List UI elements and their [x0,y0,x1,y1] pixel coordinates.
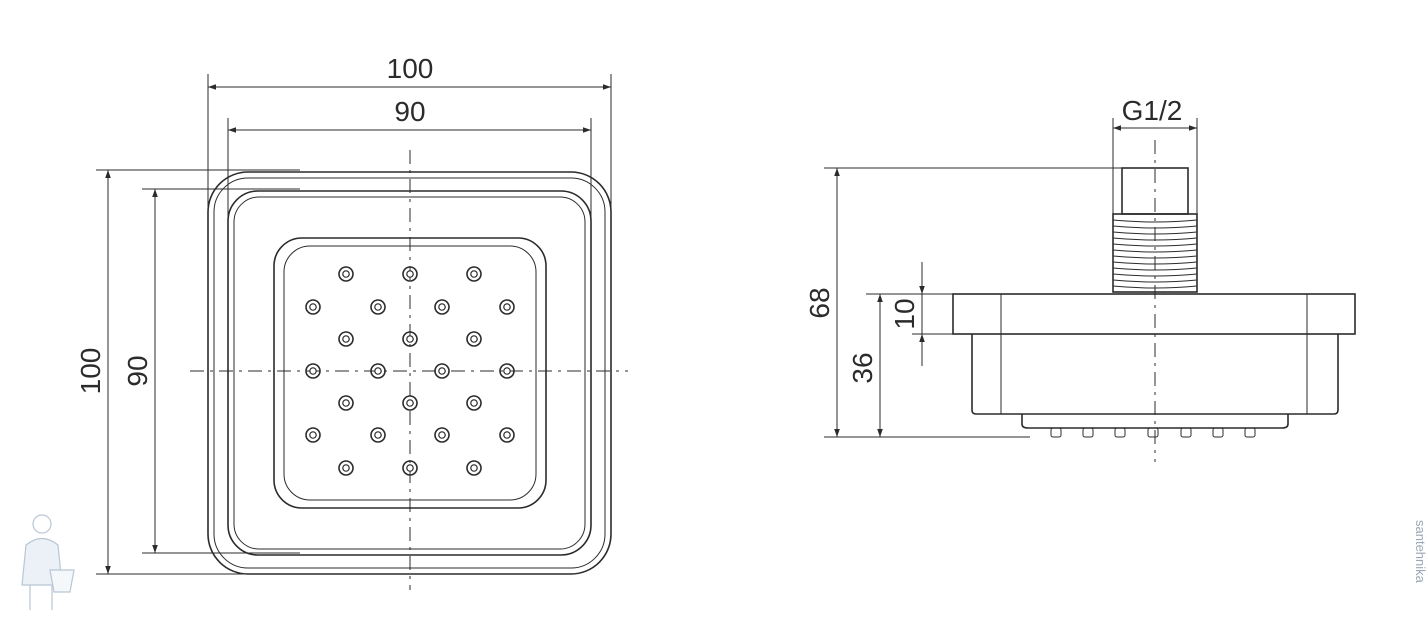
thread-line [1112,261,1198,265]
nozzle-grid [305,266,515,476]
nozzle [402,266,418,282]
side-nozzle [1114,427,1126,438]
thread-line [1112,219,1198,223]
side-nozzle [1050,427,1062,438]
nozzle [434,363,450,379]
nozzle [370,363,386,379]
nozzle [370,299,386,315]
side-nozzle [1244,427,1256,438]
thread-line [1112,267,1198,271]
nozzle [305,363,321,379]
nozzle [466,395,482,411]
nozzle [338,395,354,411]
nozzle [305,427,321,443]
nozzle [370,427,386,443]
thread-line [1112,231,1198,235]
thread-line [1112,243,1198,247]
side-nozzle-row [1050,427,1256,438]
dim-inner-height-label: 90 [122,355,153,386]
nozzle [466,331,482,347]
flange [952,293,1356,335]
nozzle [466,266,482,282]
front-view: 100 90 100 90 [75,53,628,590]
thread-line [1112,285,1198,289]
nozzle [402,331,418,347]
thread-line [1112,237,1198,241]
dim-flange-thickness-label: 10 [889,298,920,329]
nozzle [402,460,418,476]
nozzle [338,331,354,347]
nozzle [466,460,482,476]
nozzle [499,427,515,443]
nozzle [434,427,450,443]
watermark-text: santehnika [1413,520,1427,584]
thread-line [1112,279,1198,283]
side-view: G1/2 68 36 10 [804,95,1356,462]
side-nozzle [1180,427,1192,438]
nozzle [338,266,354,282]
thread-line [1112,273,1198,277]
plumber-mascot-icon [21,514,75,610]
nozzle [499,363,515,379]
dim-total-height-label: 68 [804,287,835,318]
nozzle [434,299,450,315]
side-nozzle [1147,427,1159,438]
nozzle [338,460,354,476]
shower-body [971,334,1339,415]
threaded-shank [1112,213,1198,293]
thread-line [1112,249,1198,253]
nozzle [499,299,515,315]
dim-thread-label: G1/2 [1122,95,1183,126]
dim-outer-height-label: 100 [75,348,106,395]
thread-line [1112,225,1198,229]
dim-outer-width-label: 100 [387,53,434,84]
side-nozzle [1212,427,1224,438]
side-nozzle [1082,427,1094,438]
nozzle [402,395,418,411]
dim-body-height-label: 36 [847,352,878,383]
thread-lines [1112,219,1198,289]
dim-inner-width-label: 90 [394,96,425,127]
thread-line [1112,255,1198,259]
nozzle [305,299,321,315]
